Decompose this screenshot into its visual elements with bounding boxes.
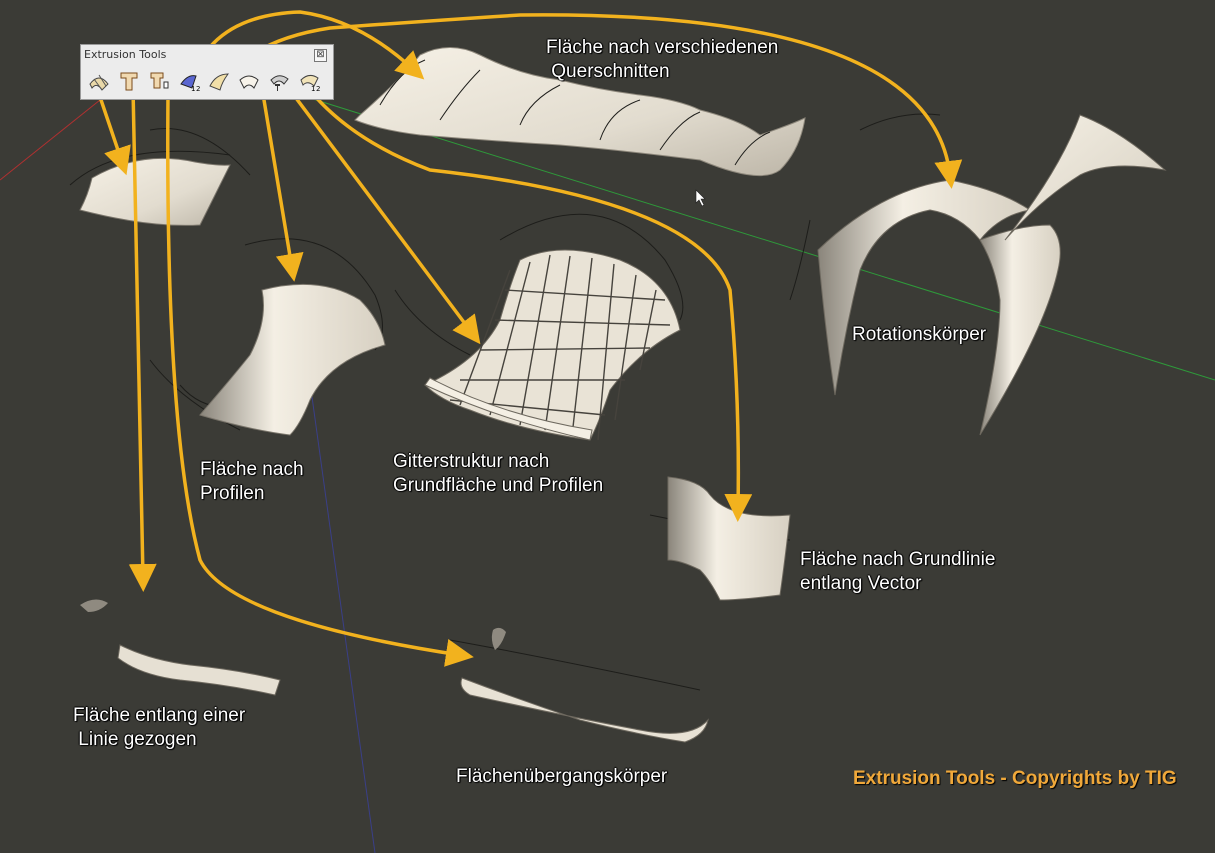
red-axis <box>0 99 101 181</box>
label-transition-body: Flächenübergangskörper <box>456 766 668 787</box>
transition-body <box>460 677 709 743</box>
green-axis <box>299 94 1215 381</box>
label-cross-sections: Fläche nach verschiedenen Querschnitten <box>546 37 779 82</box>
toolbar-title: Extrusion Tools <box>84 48 167 61</box>
svg-text:1: 1 <box>311 85 315 92</box>
cross-section-surface <box>354 47 806 177</box>
copyright-notice: Extrusion Tools - Copyrights by TIG <box>853 768 1177 789</box>
extrude-tee-path-icon[interactable] <box>145 67 172 94</box>
label-profiles: Fläche nach Profilen <box>200 459 304 504</box>
extrude-tee-icon[interactable] <box>115 67 142 94</box>
baseline-vector-surface <box>667 476 791 601</box>
tube-cap <box>80 599 108 612</box>
lattice-tee-icon[interactable] <box>265 67 292 94</box>
line-extrusion-surface <box>79 157 231 226</box>
label-rotation-body: Rotationskörper <box>852 324 987 345</box>
label-baseline-vector: Fläche nach Grundlinie entlang Vector <box>800 549 996 594</box>
label-lattice: Gitterstruktur nach Grundfläche und Prof… <box>393 451 604 496</box>
close-icon[interactable]: ⊠ <box>314 49 327 62</box>
transition-cap <box>491 627 506 650</box>
line-swept-tube <box>117 644 281 696</box>
surface-curve-icon[interactable] <box>205 67 232 94</box>
surface-shell-icon[interactable] <box>235 67 262 94</box>
rotation-body <box>817 114 1167 436</box>
arrows <box>95 10 963 667</box>
profile-surface <box>199 283 386 436</box>
mouse-cursor <box>695 189 706 207</box>
svg-text:2: 2 <box>316 85 320 92</box>
lattice-surface <box>424 249 681 441</box>
label-line-extrusion: Fläche entlang einer Linie gezogen <box>73 705 246 750</box>
svg-text:2: 2 <box>196 85 200 92</box>
svg-text:1: 1 <box>191 85 195 92</box>
blue-axis <box>299 309 376 853</box>
surface-mesh-icon[interactable] <box>85 67 112 94</box>
